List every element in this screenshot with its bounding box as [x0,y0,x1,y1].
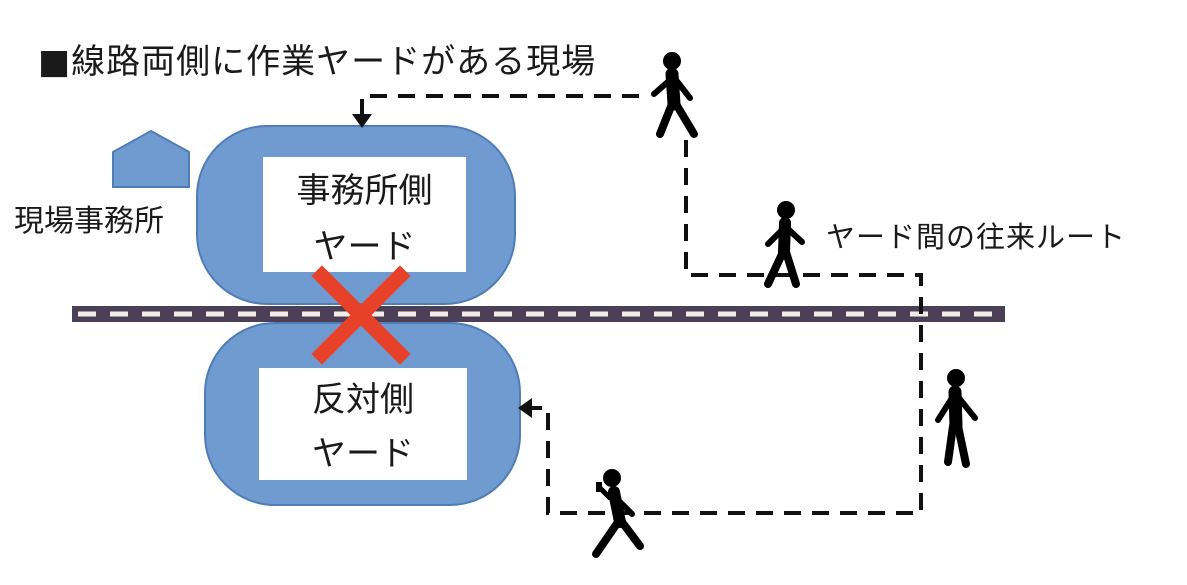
office-label: 現場事務所 [14,204,164,239]
page-title: ■線路両側に作業ヤードがある現場 [38,42,597,82]
route-path-top [360,94,650,116]
walking-person-icon [935,369,978,468]
walking-person-icon [651,52,698,138]
office-side-yard-line2: ヤード [313,227,416,267]
walking-person-icon [764,201,805,288]
opposite-side-yard-line2: ヤード [312,434,414,474]
opposite-side-yard-label: 反対側 ヤード [259,368,467,480]
cross-mark-icon [311,265,411,365]
arrow-head-icon [352,114,372,128]
arrow-head-icon [518,398,532,418]
office-side-yard-line1: 事務所側 [296,171,433,211]
route-path-right [532,140,923,515]
house-icon [112,129,190,188]
office-side-yard-label: 事務所側 ヤード [263,157,466,272]
route-label: ヤード間の往来ルート [826,220,1127,254]
office-side-yard-panel [263,157,466,272]
opposite-side-yard-panel [259,368,467,480]
opposite-side-yard-line1: 反対側 [312,380,414,420]
walking-person-icon [592,469,644,558]
